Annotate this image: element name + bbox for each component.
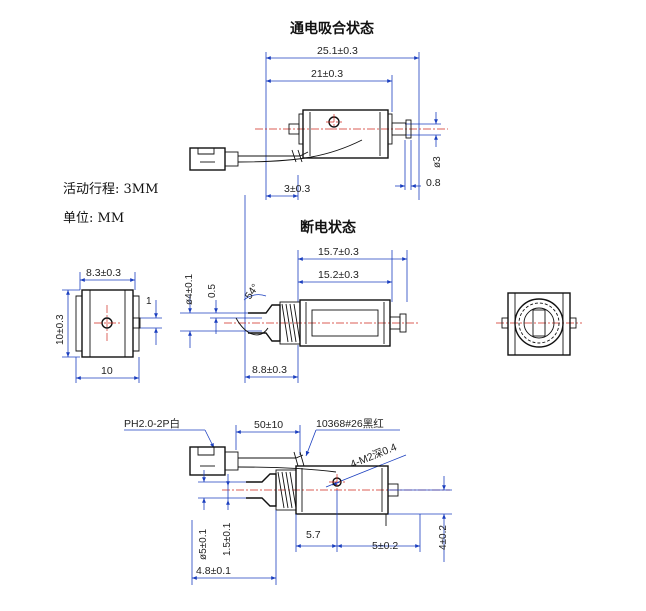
- label-wire-spec: 10368#26黑红: [316, 417, 384, 430]
- dim-mid-head: 8.8±0.3: [252, 364, 287, 376]
- note-stroke: 活动行程: 3MM: [63, 182, 158, 197]
- title-energized: 通电吸合状态: [290, 20, 374, 37]
- dim-bot-d4: 4±0.2: [438, 525, 449, 550]
- dim-bot-dia5: ø5±0.1: [198, 529, 209, 560]
- dim-top-body: 21±0.3: [311, 68, 343, 80]
- dim-top-plunger-dia: ø3: [432, 156, 443, 168]
- dim-bot-wire-len: 50±10: [254, 419, 283, 431]
- dim-mid-plunger-dia: ø4±0.1: [184, 274, 195, 305]
- dim-front-height: 10±0.3: [55, 314, 66, 345]
- dim-mid-overall: 15.7±0.3: [318, 246, 359, 258]
- view-front: 8.3±0.3 10±0.3 10 1: [55, 267, 162, 383]
- dim-front-width: 8.3±0.3: [86, 267, 121, 279]
- dim-bot-d48: 4.8±0.1: [196, 565, 231, 577]
- title-deenergized: 断电状态: [300, 219, 356, 236]
- dim-bot-d57: 5.7: [306, 529, 321, 541]
- dim-mid-groove: 0.5: [207, 284, 218, 298]
- dim-top-overall: 25.1±0.3: [317, 45, 358, 57]
- view-energized: 25.1±0.3 21±0.3 3±0.3 ø3 0.8: [189, 45, 448, 200]
- label-connector: PH2.0-2P白: [124, 417, 180, 430]
- note-unit: 单位: MM: [63, 211, 124, 226]
- dim-top-offset: 3±0.3: [284, 183, 310, 195]
- view-bottom: PH2.0-2P白 50±10 10368#26黑红 4-M2深0.4: [124, 417, 452, 585]
- dim-bot-d15: 1.5±0.1: [222, 522, 233, 556]
- dim-mid-body: 15.2±0.3: [318, 269, 359, 281]
- dim-front-base: 10: [101, 365, 113, 377]
- dim-bot-d5: 5±0.2: [372, 540, 398, 552]
- view-deenergized: 15.7±0.3 15.2±0.3 ø4±0.1 0.5 54° 8.8±0.3: [180, 195, 420, 383]
- dim-top-tip: 0.8: [426, 177, 441, 189]
- view-side: [496, 292, 582, 356]
- dim-front-tab: 1: [146, 296, 152, 307]
